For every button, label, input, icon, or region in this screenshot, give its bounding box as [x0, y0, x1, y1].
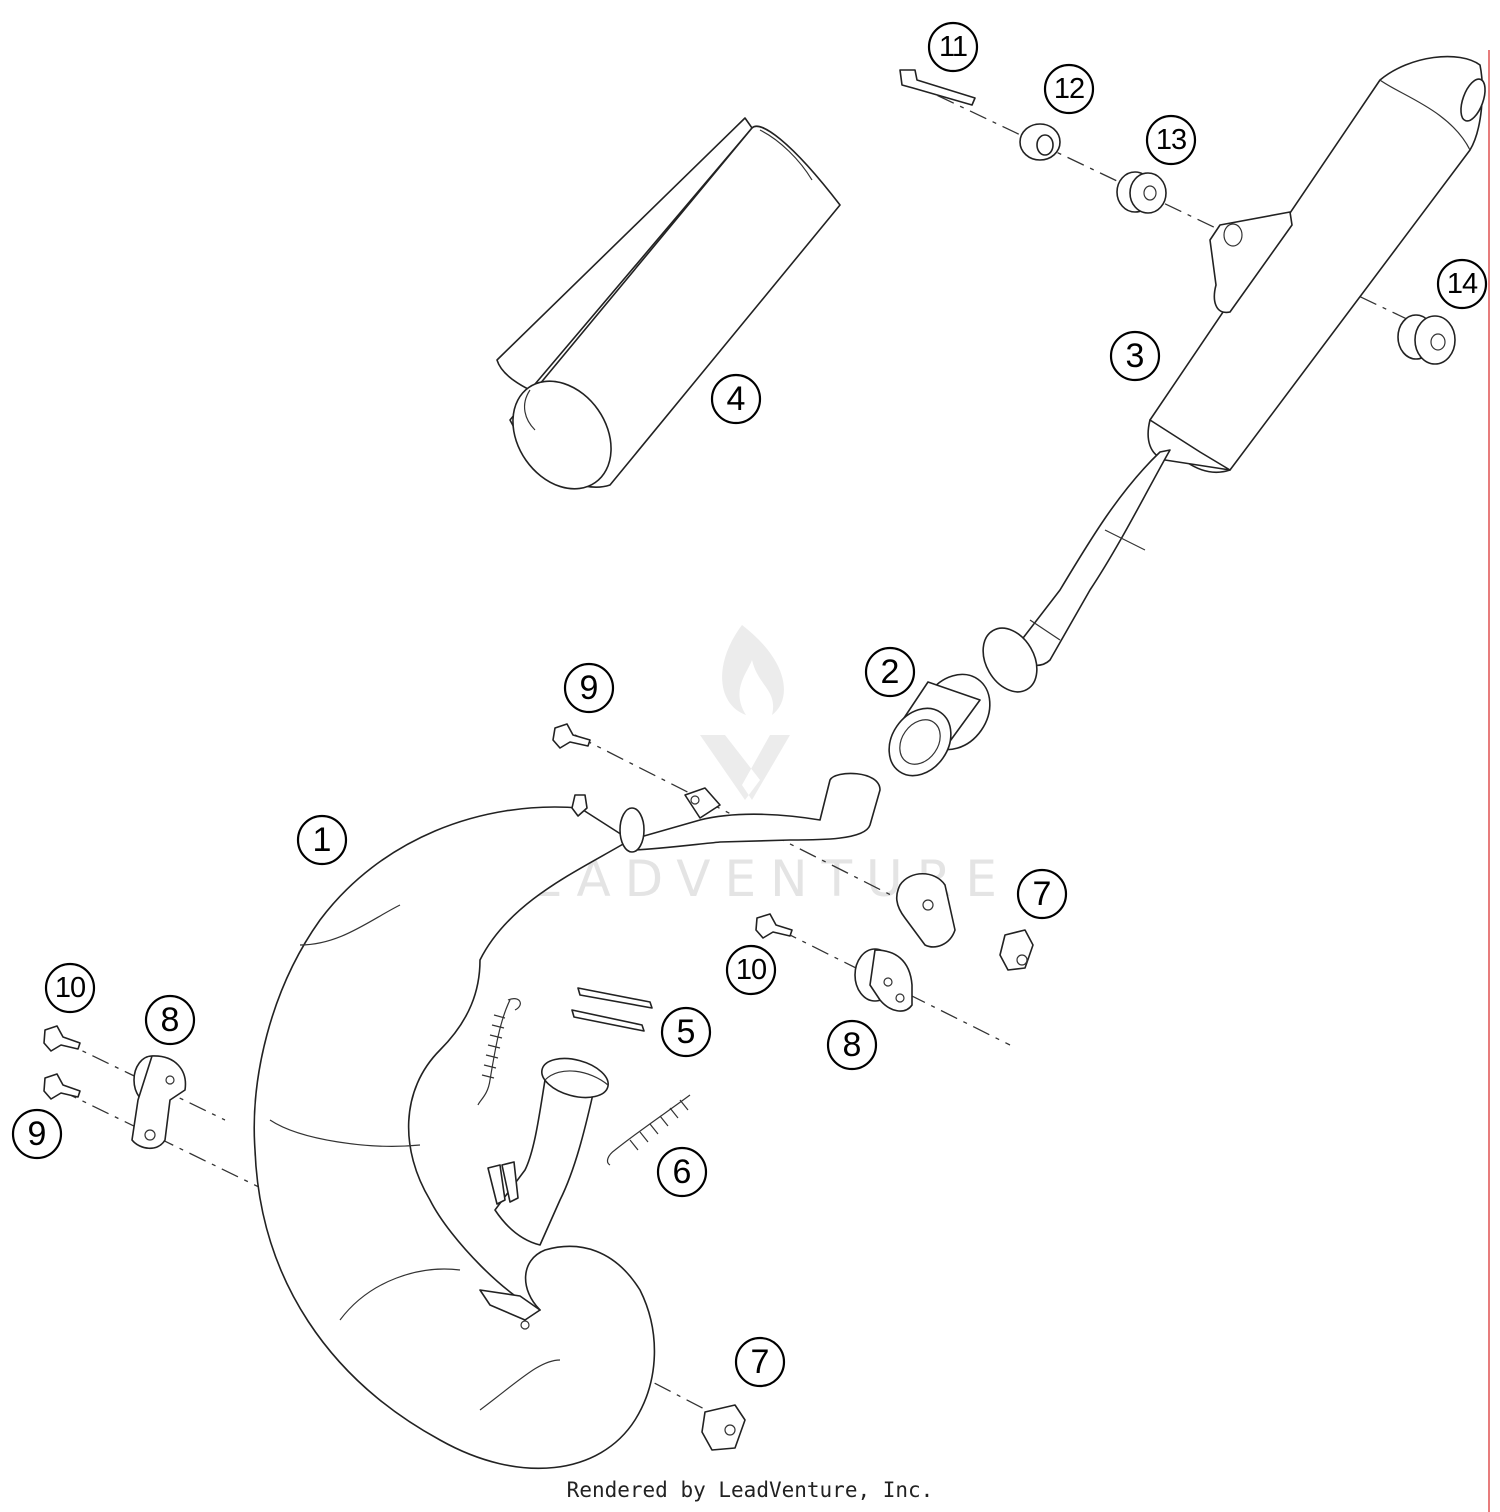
- callout-13: 13: [1145, 114, 1197, 166]
- part-mount-8-left: [131, 1055, 187, 1150]
- svg-text:12: 12: [1054, 73, 1084, 105]
- svg-text:13: 13: [1156, 124, 1186, 156]
- svg-text:3: 3: [1126, 337, 1145, 375]
- part-heat-shield: [496, 117, 841, 490]
- part-bolt-10-left: [43, 1025, 81, 1052]
- part-connector-sleeve: [888, 673, 991, 777]
- svg-text:9: 9: [28, 1115, 47, 1153]
- callout-7-lower: 7: [734, 1336, 786, 1388]
- part-rubber-mount-upper: [895, 872, 956, 948]
- part-clip-lower: [701, 1404, 746, 1451]
- svg-text:9: 9: [580, 669, 599, 707]
- callout-1: 1: [296, 814, 348, 866]
- callout-6: 6: [656, 1146, 708, 1198]
- callout-10-left: 10: [44, 962, 96, 1014]
- part-washer-12: [1019, 123, 1061, 161]
- render-credit: Rendered by LeadVenture, Inc.: [566, 1478, 934, 1502]
- callout-10-right: 10: [725, 944, 777, 996]
- svg-text:8: 8: [843, 1026, 862, 1064]
- part-mount-8-right: [854, 948, 913, 1012]
- svg-text:4: 4: [727, 380, 746, 418]
- part-bolt-10-right: [755, 913, 793, 939]
- part-clip-upper: [999, 929, 1034, 971]
- callout-7-upper: 7: [1016, 868, 1068, 920]
- callout-4: 4: [710, 373, 762, 425]
- part-bolt-9-top: [552, 723, 591, 749]
- svg-text:2: 2: [881, 653, 900, 691]
- callout-5: 5: [660, 1006, 712, 1058]
- svg-text:8: 8: [161, 1001, 180, 1039]
- part-bolt-11: [899, 69, 976, 106]
- callout-2: 2: [864, 646, 916, 698]
- part-grommet-14: [1397, 314, 1456, 365]
- part-silencer: [982, 55, 1486, 693]
- callout-9-top: 9: [563, 662, 615, 714]
- svg-text:5: 5: [677, 1013, 696, 1051]
- svg-text:6: 6: [673, 1153, 692, 1191]
- callout-12: 12: [1043, 63, 1095, 115]
- svg-text:10: 10: [736, 954, 766, 986]
- svg-text:11: 11: [939, 31, 967, 63]
- svg-text:7: 7: [751, 1343, 770, 1381]
- svg-text:10: 10: [55, 972, 85, 1004]
- callout-9-left: 9: [11, 1108, 63, 1160]
- callout-14: 14: [1436, 258, 1488, 310]
- part-grommet-13: [1116, 171, 1167, 214]
- svg-text:1: 1: [313, 821, 332, 859]
- callout-3: 3: [1109, 330, 1161, 382]
- callout-8-right: 8: [826, 1019, 878, 1071]
- part-expansion-chamber: [253, 772, 881, 1470]
- callout-11: 11: [927, 21, 979, 73]
- part-springs: [477, 998, 691, 1166]
- svg-text:14: 14: [1447, 268, 1478, 300]
- svg-text:7: 7: [1033, 875, 1052, 913]
- part-bolt-9-left: [43, 1073, 81, 1100]
- part-spring-holders: [487, 987, 653, 1205]
- callout-8-left: 8: [144, 994, 196, 1046]
